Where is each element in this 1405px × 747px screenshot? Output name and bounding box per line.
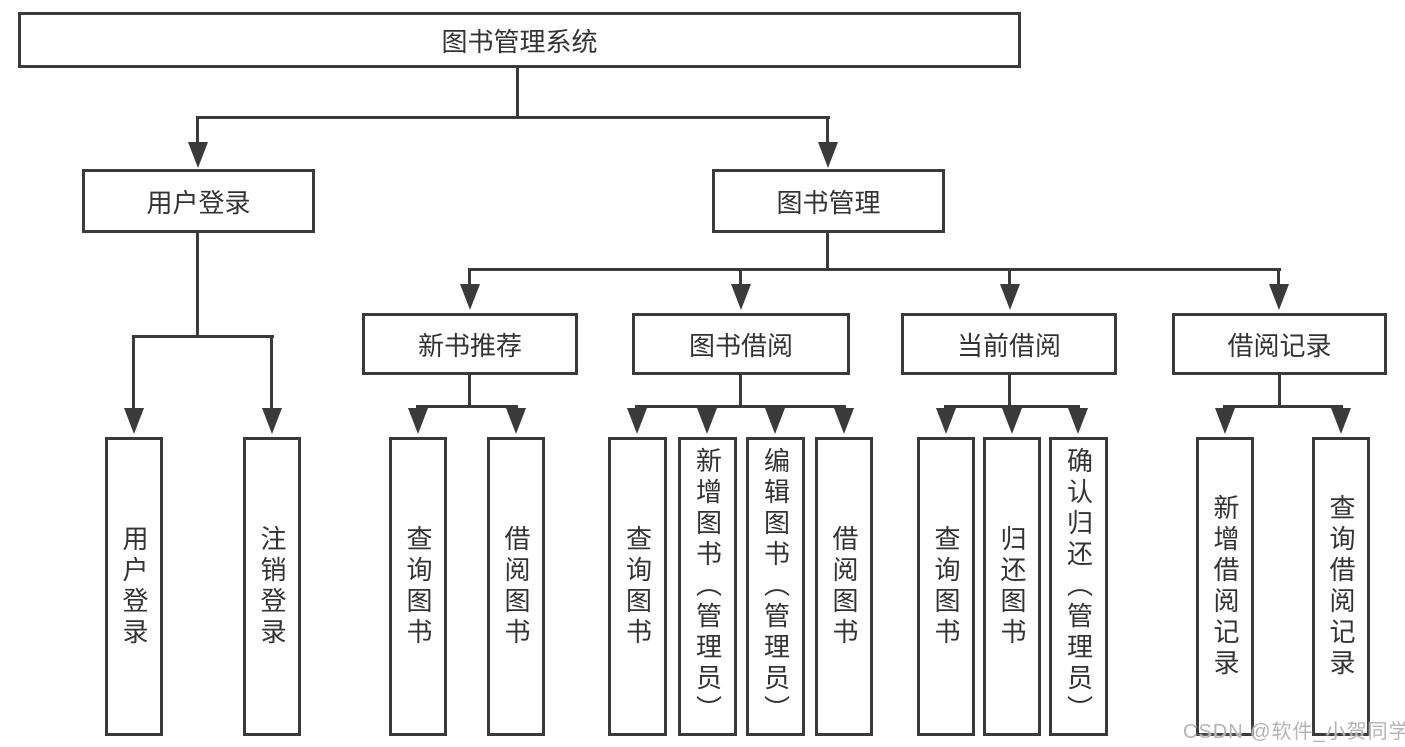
leaf-logout: 注销登录 xyxy=(243,437,301,736)
connector-borrow-record-stem xyxy=(1278,373,1281,408)
watermark: CSDN @软件_小贺同学 xyxy=(1183,721,1405,743)
leaf-label: 确认归还（管理员） xyxy=(1063,447,1094,726)
leaf-current-return-book: 归还图书 xyxy=(983,437,1041,736)
node-current-borrow-label: 当前借阅 xyxy=(956,330,1061,361)
arrowhead-icon xyxy=(1215,408,1235,434)
leaf-label: 查询图书 xyxy=(622,524,653,649)
leaf-borrow-query-book: 查询图书 xyxy=(608,437,667,736)
leaf-label: 用户登录 xyxy=(119,524,149,649)
arrowhead-icon xyxy=(408,408,428,434)
node-user-login: 用户登录 xyxy=(82,169,315,233)
connector-l3-drop xyxy=(1008,270,1011,286)
arrowhead-icon xyxy=(188,142,208,168)
leaf-label: 归还图书 xyxy=(997,524,1027,649)
leaf-rec-query-book: 查询图书 xyxy=(389,437,447,736)
leaf-borrow-add-book: 新增图书（管理员） xyxy=(678,437,737,736)
leaf-label: 编辑图书（管理员） xyxy=(760,447,791,726)
connector-user-login-bar xyxy=(132,335,274,338)
node-book-mgmt-label: 图书管理 xyxy=(776,187,881,218)
arrowhead-icon xyxy=(731,284,751,310)
connector-root-stem xyxy=(516,66,519,118)
connector-current-borrow-bar xyxy=(944,405,1080,408)
leaf-label: 查询图书 xyxy=(931,524,961,649)
leaf-record-add: 新增借阅记录 xyxy=(1196,437,1254,736)
arrowhead-icon xyxy=(818,142,838,168)
connector-borrow-record-bar xyxy=(1223,405,1343,408)
node-user-login-label: 用户登录 xyxy=(146,187,251,218)
connector-l3-drop xyxy=(1277,270,1280,286)
connector-new-book-rec-stem xyxy=(468,373,471,408)
connector-book-mgmt-drop xyxy=(826,118,829,144)
arrowhead-icon xyxy=(460,284,480,310)
arrowhead-icon xyxy=(1000,284,1020,310)
connector-new-book-rec-bar xyxy=(416,405,518,408)
node-book-borrow-label: 图书借阅 xyxy=(688,330,793,361)
arrowhead-icon xyxy=(627,408,647,434)
arrowhead-icon xyxy=(1331,408,1351,434)
leaf-label: 新增图书（管理员） xyxy=(692,447,723,726)
leaf-borrow-edit-book: 编辑图书（管理员） xyxy=(746,437,805,736)
connector-l3-drop xyxy=(468,270,471,286)
arrowhead-icon xyxy=(124,408,144,434)
arrowhead-icon xyxy=(1269,284,1289,310)
leaf-label: 借阅图书 xyxy=(829,524,859,649)
arrowhead-icon xyxy=(506,408,526,434)
arrowhead-icon xyxy=(834,408,854,434)
connector-book-borrow-bar xyxy=(635,405,846,408)
connector-book-borrow-stem xyxy=(739,373,742,408)
node-book-mgmt: 图书管理 xyxy=(712,169,945,233)
connector-book-mgmt-stem xyxy=(826,231,829,271)
leaf-label: 查询借阅记录 xyxy=(1326,493,1356,680)
node-borrow-record-label: 借阅记录 xyxy=(1227,330,1332,361)
connector-leaf-drop xyxy=(270,337,273,410)
leaf-label: 查询图书 xyxy=(403,524,433,649)
node-borrow-record: 借阅记录 xyxy=(1172,313,1387,375)
node-new-book-rec: 新书推荐 xyxy=(362,313,578,375)
connector-current-borrow-stem xyxy=(1008,373,1011,408)
leaf-label: 借阅图书 xyxy=(501,524,531,649)
arrowhead-icon xyxy=(262,408,282,434)
node-book-borrow: 图书借阅 xyxy=(632,313,850,375)
leaf-label: 新增借阅记录 xyxy=(1210,493,1240,680)
node-new-book-rec-label: 新书推荐 xyxy=(417,330,522,361)
leaf-user-login: 用户登录 xyxy=(105,437,163,736)
leaf-borrow-borrow-book: 借阅图书 xyxy=(815,437,873,736)
connector-user-login-drop xyxy=(196,118,199,144)
leaf-record-query: 查询借阅记录 xyxy=(1312,437,1370,736)
leaf-label: 注销登录 xyxy=(257,524,287,649)
arrowhead-icon xyxy=(765,408,785,434)
connector-user-login-stem xyxy=(196,231,199,337)
arrowhead-icon xyxy=(1002,408,1022,434)
connector-root-bar xyxy=(196,116,830,119)
connector-l3-drop xyxy=(739,270,742,286)
connector-book-mgmt-bar xyxy=(468,268,1281,271)
arrowhead-icon xyxy=(1068,408,1088,434)
node-root: 图书管理系统 xyxy=(18,12,1021,68)
arrowhead-icon xyxy=(936,408,956,434)
leaf-current-query-book: 查询图书 xyxy=(917,437,975,736)
arrowhead-icon xyxy=(697,408,717,434)
leaf-current-confirm-return: 确认归还（管理员） xyxy=(1049,437,1108,736)
node-current-borrow: 当前借阅 xyxy=(901,313,1117,375)
leaf-rec-borrow-book: 借阅图书 xyxy=(487,437,545,736)
connector-leaf-drop xyxy=(132,337,135,410)
node-root-label: 图书管理系统 xyxy=(441,26,598,57)
